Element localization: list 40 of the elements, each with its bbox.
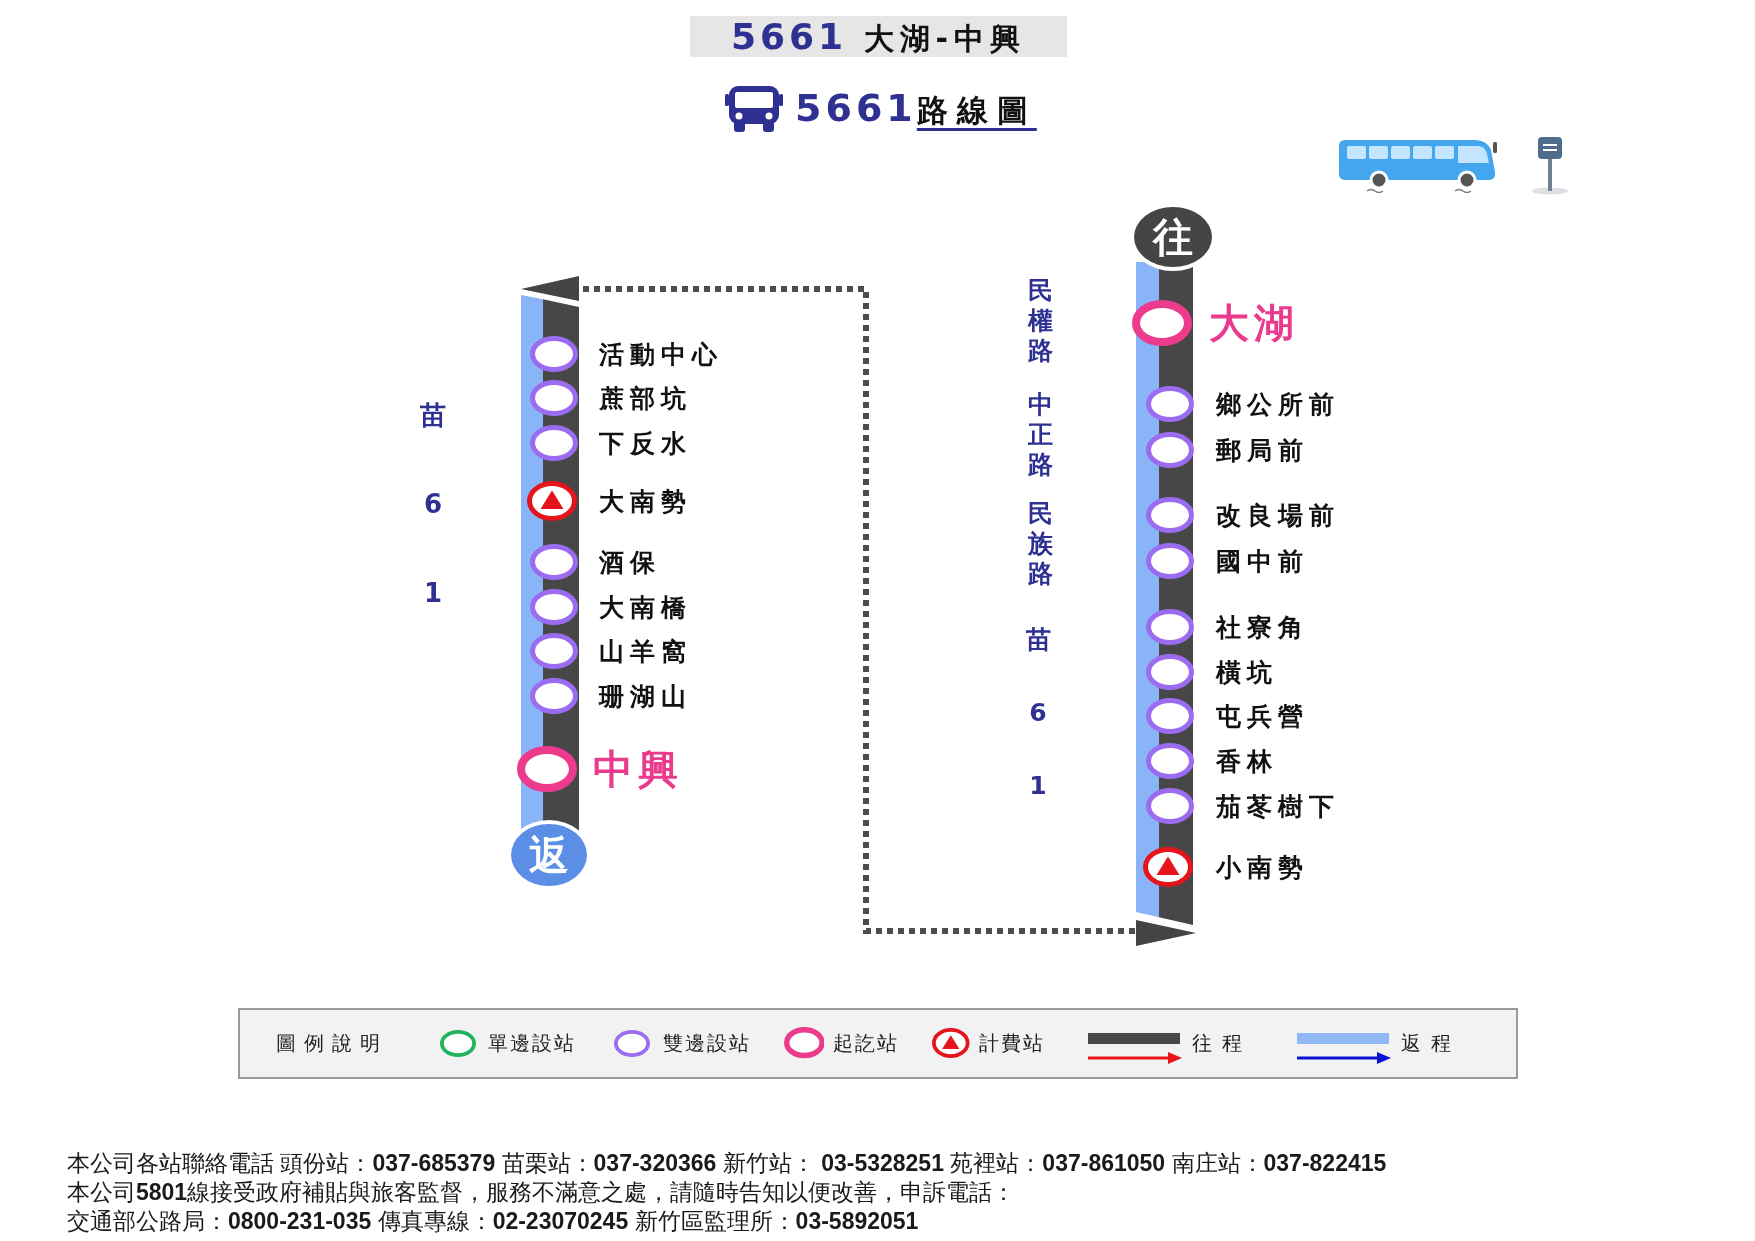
- road-name: 苗61: [1024, 626, 1052, 798]
- station-name: 蔗部坑: [599, 385, 686, 411]
- legend-label: 起訖站: [833, 1033, 897, 1053]
- title: 5661 大湖-中興: [690, 16, 1067, 57]
- legend-label: 雙邊設站: [663, 1033, 749, 1053]
- station-name: 郵局前: [1216, 437, 1303, 463]
- station-name: 山羊窩: [599, 638, 686, 664]
- footer-note: 本公司5801線接受政府補貼與旅客監督，服務不滿意之處，請隨時告知以便改善，申訴電話：: [67, 1181, 1016, 1204]
- legend-label: 單邊設站: [488, 1033, 574, 1053]
- legend-title: 圖例說明: [276, 1033, 380, 1053]
- station-name: 國中前: [1216, 548, 1303, 574]
- station-name: 大南橋: [599, 594, 686, 620]
- station-name: 鄉公所前: [1216, 391, 1334, 417]
- station-name: 改良場前: [1216, 502, 1334, 528]
- station-name: 活動中心: [599, 341, 717, 367]
- road-name: 中正路: [1026, 392, 1054, 478]
- footer-note: 交通部公路局：0800-231-035 傳真專線：02-23070245 新竹區監理所：03-5892051: [67, 1210, 919, 1233]
- station-name: 社寮角: [1216, 614, 1303, 640]
- station-name: 酒保: [599, 549, 655, 575]
- station-name: 大湖: [1209, 303, 1294, 343]
- legend-label: 往 程: [1192, 1033, 1243, 1053]
- legend-label: 返 程: [1401, 1033, 1452, 1053]
- footer-note: 本公司各站聯絡電話 頭份站：037-685379 苗栗站：037-320366 新竹站： 03-5328251 苑裡站：037-861050 南庄站：037-822415: [67, 1152, 1387, 1175]
- station-name: 中興: [593, 749, 678, 789]
- station-name: 橫坑: [1216, 659, 1272, 685]
- station-name: 大南勢: [599, 488, 686, 514]
- heading: 5661路線圖: [795, 89, 1037, 127]
- station-name: 下反水: [599, 430, 686, 456]
- station-name: 小南勢: [1216, 854, 1303, 880]
- ring-icon: [517, 746, 577, 792]
- station-name: 茄苳樹下: [1216, 793, 1334, 819]
- road-name: 民族路: [1026, 501, 1054, 587]
- station-name: 香林: [1216, 748, 1272, 774]
- station-name: 珊湖山: [599, 683, 686, 709]
- legend-label: 計費站: [979, 1033, 1043, 1053]
- ring-icon: [1132, 300, 1192, 346]
- dotted-line: [580, 286, 1135, 934]
- road-name: 苗61: [419, 402, 447, 606]
- road-name: 民權路: [1026, 278, 1054, 364]
- station-name: 屯兵營: [1216, 703, 1303, 729]
